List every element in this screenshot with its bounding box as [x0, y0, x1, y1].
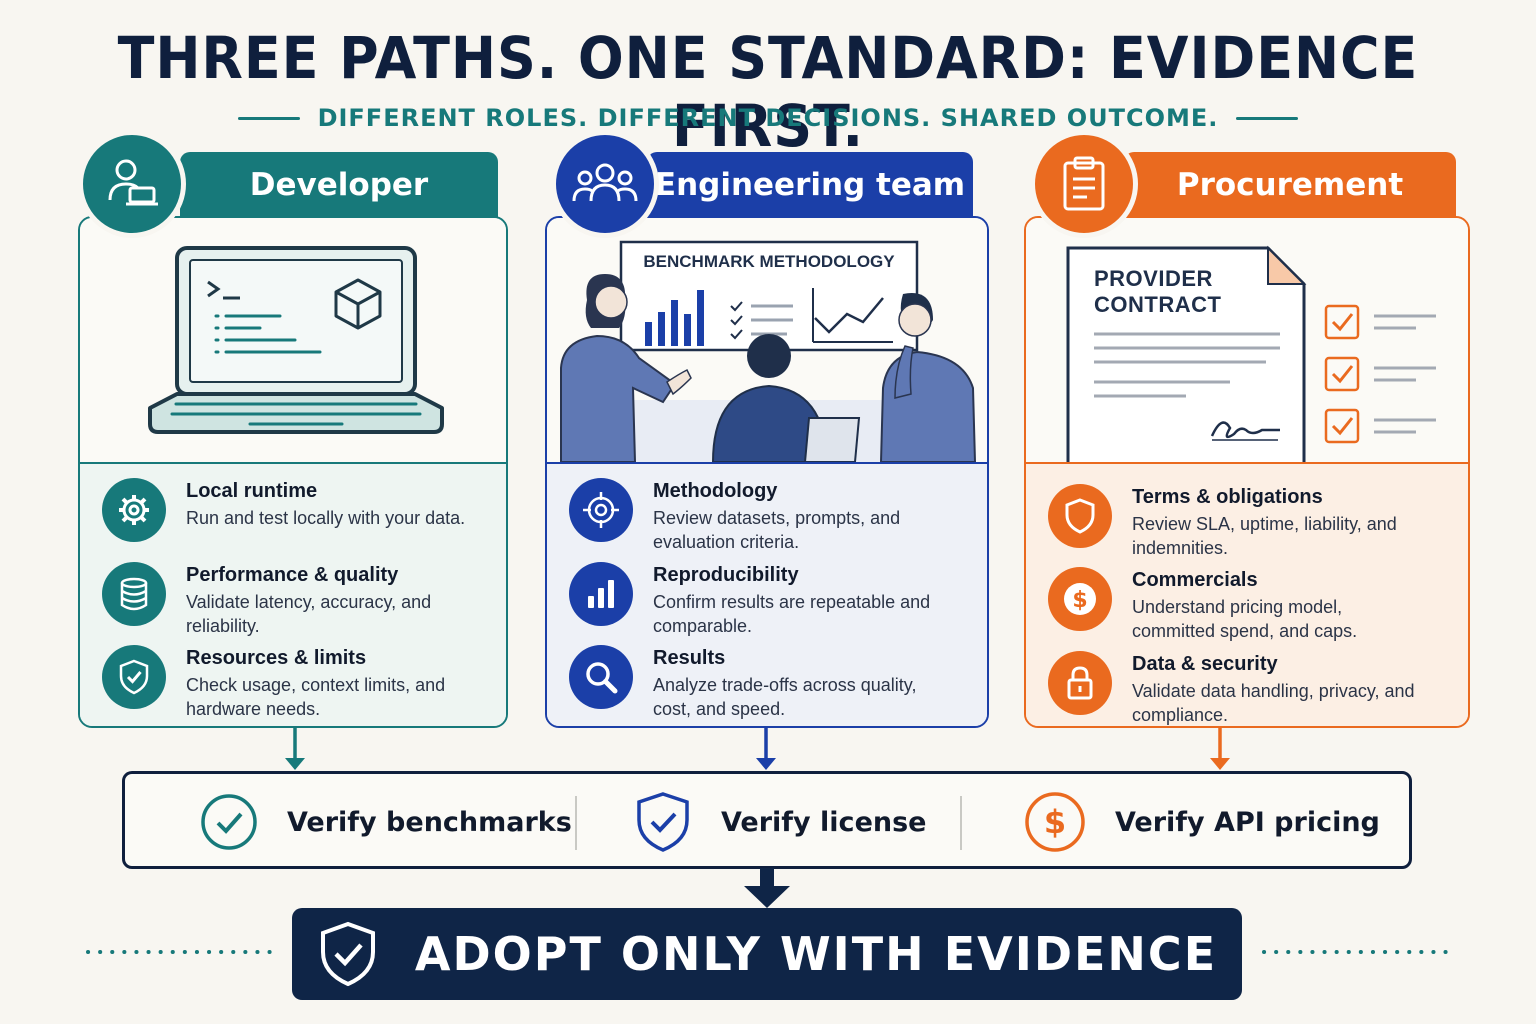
- developer-header: Developer: [180, 152, 498, 218]
- subtitle-rule-left: [237, 116, 300, 120]
- shield-icon: [1048, 484, 1112, 548]
- item-desc: Check usage, context limits, and hardwar…: [186, 675, 446, 719]
- shield-check-icon: [320, 921, 375, 987]
- item-desc: Run and test locally with your data.: [186, 508, 466, 528]
- procurement-column: Procurement PROVIDER CONTRACT Terms &: [1024, 130, 1470, 730]
- procurement-header-label: Procurement: [1176, 167, 1404, 203]
- dotted-line-left: [86, 950, 276, 954]
- board-title: BENCHMARK METHODOLOGY: [643, 252, 895, 271]
- dotted-line-right: [1262, 950, 1452, 954]
- item-title: Methodology: [653, 480, 778, 502]
- contract-illustration: [1066, 245, 1436, 462]
- item-desc: Analyze trade-offs across quality, cost,…: [653, 675, 917, 719]
- subtitle-row: DIFFERENT ROLES. DIFFERENT DECISIONS. SH…: [0, 104, 1536, 132]
- developer-card: Local runtime Run and test locally with …: [78, 216, 508, 728]
- adopt-banner: ADOPT ONLY WITH EVIDENCE: [292, 908, 1242, 1000]
- bar-chart-icon: [569, 562, 633, 626]
- item-title: Data & security: [1132, 653, 1278, 675]
- item-desc: Understand pricing model, committed spen…: [1132, 597, 1358, 641]
- engineering-header: Engineering team: [647, 152, 973, 218]
- procurement-header: Procurement: [1124, 152, 1456, 218]
- verify-api-pricing-label: Verify API pricing: [1115, 806, 1380, 838]
- item-title: Local runtime: [186, 480, 318, 502]
- item-title: Reproducibility: [653, 564, 799, 586]
- item-desc: Review datasets, prompts, and evaluation…: [653, 508, 901, 552]
- shield-check-icon: [102, 645, 166, 709]
- user-laptop-icon: [78, 130, 186, 238]
- list-item: $ Commercials Understand pricing model, …: [1048, 565, 1458, 645]
- developer-visual: [80, 218, 506, 462]
- procurement-list: Terms & obligations Review SLA, uptime, …: [1026, 462, 1468, 726]
- svg-text:$: $: [1044, 803, 1066, 841]
- verify-benchmarks-label: Verify benchmarks: [287, 806, 572, 838]
- verify-divider: [575, 796, 577, 850]
- contract-title-line-1: PROVIDER: [1094, 266, 1213, 291]
- check-circle-icon: [201, 794, 257, 850]
- laptop-illustration: [148, 246, 444, 434]
- developer-header-label: Developer: [249, 167, 429, 203]
- target-icon: [569, 478, 633, 542]
- shield-check-icon: [637, 792, 689, 852]
- gear-icon: [102, 478, 166, 542]
- procurement-visual: PROVIDER CONTRACT: [1026, 218, 1468, 462]
- procurement-card: PROVIDER CONTRACT Terms & obligations Re…: [1024, 216, 1470, 728]
- item-title: Results: [653, 647, 726, 669]
- column-arrows: [285, 728, 1230, 770]
- team-icon: [551, 130, 659, 238]
- magnifier-icon: [569, 645, 633, 709]
- subtitle-rule-right: [1236, 116, 1299, 120]
- subtitle: DIFFERENT ROLES. DIFFERENT DECISIONS. SH…: [317, 104, 1219, 132]
- lock-icon: [1048, 651, 1112, 715]
- verify-license: Verify license: [633, 792, 926, 852]
- verify-bar: Verify benchmarks Verify license $ Verif…: [122, 771, 1412, 869]
- engineering-list: Methodology Review datasets, prompts, an…: [547, 462, 987, 726]
- list-item: Local runtime Run and test locally with …: [102, 476, 496, 556]
- list-item: Resources & limits Check usage, context …: [102, 643, 496, 723]
- item-title: Resources & limits: [186, 647, 367, 669]
- svg-text:$: $: [1072, 588, 1087, 613]
- contract-title-line-2: CONTRACT: [1094, 292, 1222, 317]
- item-desc: Validate latency, accuracy, and reliabil…: [186, 592, 432, 636]
- list-item: Data & security Validate data handling, …: [1048, 649, 1458, 726]
- verify-benchmarks: Verify benchmarks: [199, 792, 572, 852]
- dollar-circle-icon: $: [1025, 792, 1085, 852]
- adopt-label: ADOPT ONLY WITH EVIDENCE: [414, 927, 1218, 981]
- engineering-visual: BENCHMARK METHODOLOGY: [547, 218, 987, 462]
- verify-divider: [960, 796, 962, 850]
- item-title: Commercials: [1132, 569, 1258, 591]
- database-icon: [102, 562, 166, 626]
- item-desc: Validate data handling, privacy, and com…: [1132, 681, 1415, 725]
- list-item: Results Analyze trade-offs across qualit…: [569, 643, 977, 723]
- engineering-column: Engineering team: [545, 130, 989, 730]
- dollar-icon: $: [1048, 567, 1112, 631]
- item-desc: Review SLA, uptime, liability, and indem…: [1132, 514, 1397, 558]
- engineering-header-label: Engineering team: [654, 167, 966, 203]
- engineering-card: BENCHMARK METHODOLOGY Methodology Review…: [545, 216, 989, 728]
- item-desc: Confirm results are repeatable and compa…: [653, 592, 931, 636]
- item-title: Performance & quality: [186, 564, 399, 586]
- verify-license-label: Verify license: [721, 806, 927, 838]
- item-title: Terms & obligations: [1132, 486, 1323, 508]
- verify-api-pricing: $ Verify API pricing: [1023, 792, 1380, 852]
- final-arrow: [744, 868, 790, 908]
- list-item: Terms & obligations Review SLA, uptime, …: [1048, 482, 1458, 562]
- developer-list: Local runtime Run and test locally with …: [80, 462, 506, 726]
- list-item: Reproducibility Confirm results are repe…: [569, 560, 977, 640]
- developer-column: Developer: [78, 130, 508, 730]
- team-meeting-illustration: [560, 240, 977, 462]
- list-item: Methodology Review datasets, prompts, an…: [569, 476, 977, 556]
- list-item: Performance & quality Validate latency, …: [102, 560, 496, 640]
- clipboard-icon: [1030, 130, 1138, 238]
- page-title: THREE PATHS. ONE STANDARD: EVIDENCE FIRS…: [117, 24, 1419, 160]
